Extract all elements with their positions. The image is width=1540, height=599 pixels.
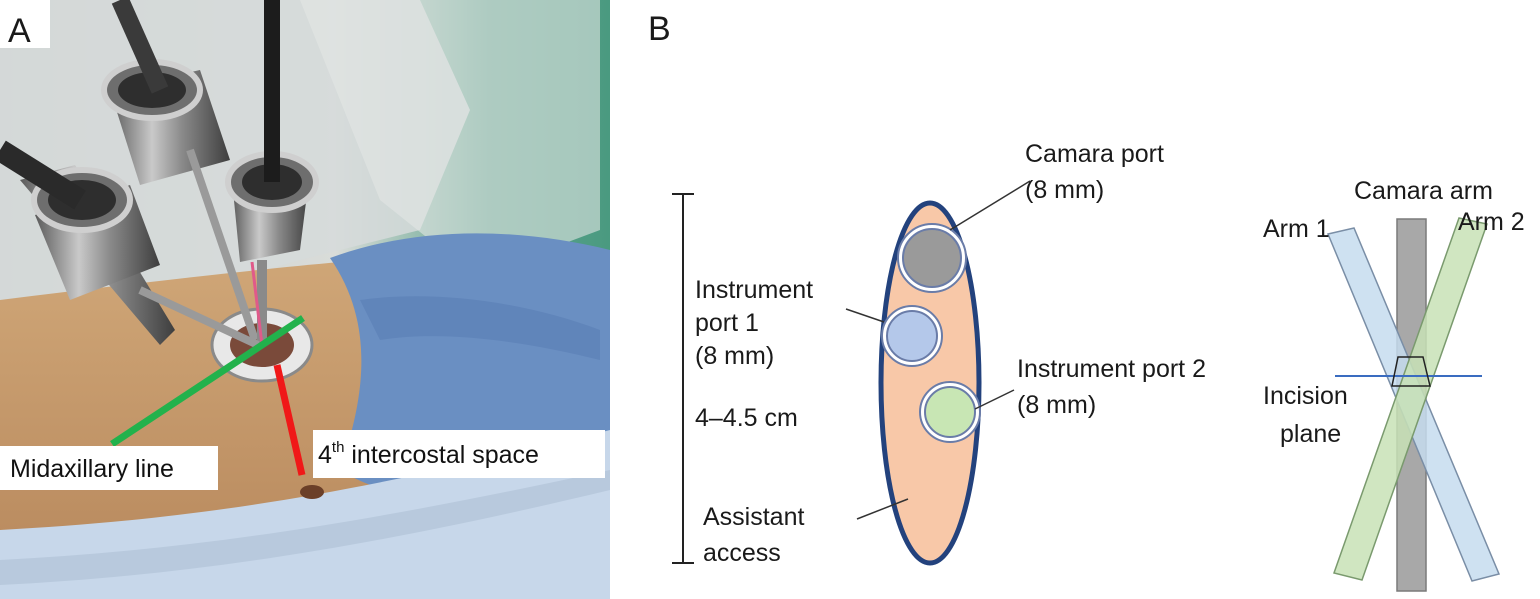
camera-port-label: Camara port (8 mm) (1025, 140, 1171, 204)
skin-mark (300, 485, 324, 499)
scale-bar-label: 4–4.5 cm (695, 404, 798, 432)
camera-port-leader (949, 180, 1031, 231)
intercostal-label-superscript: th (332, 439, 345, 456)
scale-bar (672, 193, 694, 564)
robotic-cannula-right (225, 0, 319, 346)
camera-port (897, 223, 967, 293)
intercostal-label-box (313, 430, 605, 478)
intercostal-label-rest: intercostal space (344, 441, 539, 469)
robot-arms-diagram (1326, 217, 1501, 592)
incision-plane-label: Incision plane (1263, 382, 1355, 448)
intercostal-label: 4th intercostal space (318, 439, 539, 469)
arm-crossing-box (1391, 356, 1431, 387)
robotic-cannula-middle (101, 0, 259, 342)
instrument-port-2-leader (974, 389, 1015, 410)
instrument-port-1-label: Instrument port 1 (8 mm) (695, 276, 820, 370)
intercostal-line-marker (273, 364, 306, 476)
assistant-access-leader (856, 498, 909, 520)
blue-drape-fold (360, 296, 600, 360)
instrument-port-1-leader (845, 308, 885, 323)
instrument-shaft-left (138, 286, 260, 349)
assistant-access-label: Assistant access (703, 503, 811, 567)
incision-ellipse (878, 200, 982, 566)
light-blue-sheet-shadow (0, 470, 610, 585)
instrument-port-2-label: Instrument port 2 (8 mm) (1017, 355, 1213, 419)
midaxillary-line-marker (110, 315, 305, 447)
arm-1-label: Arm 1 (1263, 215, 1330, 243)
plastic-drape-right (300, 0, 600, 260)
robotic-cannula-left (0, 140, 175, 345)
panel-a-letter-box (0, 0, 50, 48)
instrument-port-1 (881, 305, 943, 367)
panel-a-letter: A (8, 12, 31, 50)
midaxillary-label: Midaxillary line (10, 455, 174, 483)
panel-a-photo (0, 0, 610, 599)
instrument-port-2 (919, 381, 981, 443)
arm-2-bar (1333, 217, 1488, 581)
midaxillary-label-box (0, 446, 218, 490)
arm-2-label: Arm 2 (1458, 208, 1525, 236)
intercostal-label-number: 4 (318, 441, 332, 469)
camera-arm-label: Camara arm (1354, 177, 1493, 205)
panel-b-letter: B (648, 10, 671, 48)
